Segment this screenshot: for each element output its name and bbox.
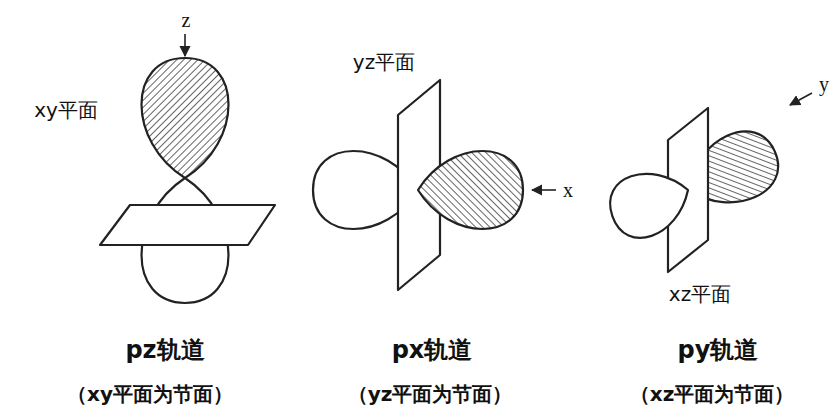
axis-pointer	[532, 189, 556, 191]
orbital-name: px轨道	[392, 337, 473, 363]
orbital-name: pz轨道	[125, 337, 204, 363]
upper-lobe	[142, 58, 229, 178]
axis-pointer	[790, 93, 812, 105]
plane-label: yz平面	[353, 51, 415, 73]
axis-label: y	[819, 73, 829, 95]
nodal-plane	[100, 205, 275, 245]
axis-label: x	[563, 179, 573, 201]
nodal-plane-note: （yz平面为节面）	[348, 383, 513, 405]
plane-label: xz平面	[669, 283, 731, 305]
axis-pointer	[184, 34, 186, 56]
right-lobe	[418, 151, 523, 229]
axis-label: z	[182, 9, 191, 31]
nodal-plane-note: （xy平面为节面）	[67, 383, 233, 405]
nodal-plane-note: （xz平面为节面）	[630, 383, 795, 405]
orbital-name: py轨道	[678, 337, 759, 363]
left-lobe	[602, 160, 698, 246]
plane-label: xy平面	[34, 99, 98, 121]
hidden-lobe-edge	[674, 121, 788, 221]
